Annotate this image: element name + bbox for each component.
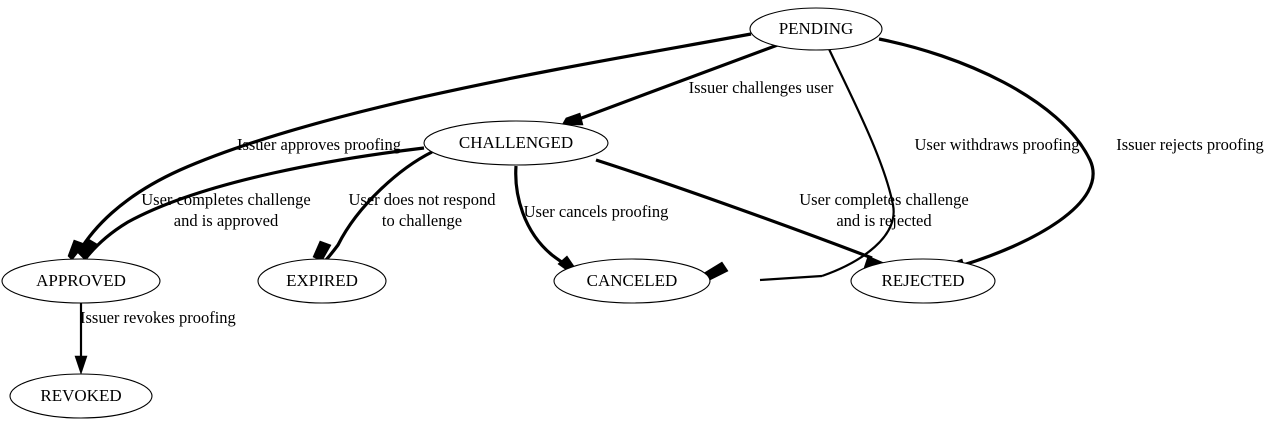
edge-challenged-approved-arrowhead	[77, 237, 98, 261]
edge-pending-approved[interactable]: Issuer approves proofing	[67, 32, 752, 261]
edge-challenged-canceled-label: User cancels proofing	[524, 202, 669, 221]
edge-challenged-approved-label-line1: User completes challenge	[141, 190, 311, 209]
edges-layer: Issuer approves proofing Issuer challeng…	[67, 32, 1264, 375]
node-challenged-shape	[423, 120, 609, 166]
node-challenged[interactable]: CHALLENGED	[423, 120, 609, 166]
edge-pending-canceled[interactable]: User withdraws proofing	[703, 48, 1080, 283]
edge-approved-revoked-label: Issuer revokes proofing	[80, 308, 236, 327]
edge-challenged-rejected-label-line2: and is rejected	[836, 211, 932, 230]
edge-challenged-rejected-label-line1: User completes challenge	[799, 190, 969, 209]
node-expired[interactable]: EXPIRED	[257, 258, 387, 304]
edge-challenged-rejected-path	[595, 158, 873, 260]
edge-pending-challenged-path	[578, 41, 784, 121]
edge-pending-challenged-arrowhead	[561, 112, 584, 126]
edge-challenged-expired-path	[322, 150, 433, 264]
edge-pending-rejected-path	[878, 37, 1095, 268]
edge-approved-revoked[interactable]: Issuer revokes proofing	[74, 303, 236, 375]
node-revoked-shape	[9, 373, 153, 419]
edge-pending-challenged[interactable]: Issuer challenges user	[561, 41, 834, 126]
node-canceled-shape	[553, 258, 711, 304]
edge-approved-revoked-arrowhead	[74, 355, 88, 375]
edge-pending-canceled-path-tail	[759, 274, 823, 282]
node-canceled-label: CANCELED	[587, 271, 678, 290]
edge-challenged-rejected[interactable]: User completes challenge and is rejected	[595, 158, 969, 273]
edge-challenged-expired-label-line2: to challenge	[382, 211, 462, 230]
node-expired-label: EXPIRED	[286, 271, 358, 290]
edge-challenged-approved[interactable]: User completes challenge and is approved	[77, 146, 425, 261]
node-canceled[interactable]: CANCELED	[553, 258, 711, 304]
node-revoked-label: REVOKED	[40, 386, 121, 405]
node-rejected[interactable]: REJECTED	[850, 258, 996, 304]
node-approved-label: APPROVED	[36, 271, 126, 290]
edge-challenged-approved-path	[84, 146, 425, 259]
edge-challenged-canceled[interactable]: User cancels proofing	[514, 165, 669, 275]
node-revoked[interactable]: REVOKED	[9, 373, 153, 419]
edge-pending-approved-label: Issuer approves proofing	[237, 135, 401, 154]
node-challenged-label: CHALLENGED	[459, 133, 573, 152]
edge-pending-canceled-label: User withdraws proofing	[915, 135, 1080, 154]
nodes-layer: PENDING CHALLENGED APPROVED EXPIRED CANC…	[1, 7, 996, 419]
node-approved[interactable]: APPROVED	[1, 258, 161, 304]
edge-pending-canceled-path	[821, 48, 895, 278]
edge-pending-approved-path	[77, 32, 752, 253]
edge-challenged-expired-arrowhead	[312, 240, 332, 262]
edge-challenged-expired[interactable]: User does not respond to challenge	[312, 150, 496, 264]
node-pending[interactable]: PENDING	[749, 7, 883, 51]
node-expired-shape	[257, 258, 387, 304]
node-rejected-shape	[850, 258, 996, 304]
node-rejected-label: REJECTED	[881, 271, 964, 290]
node-pending-label: PENDING	[779, 19, 854, 38]
edge-challenged-expired-label-line1: User does not respond	[348, 190, 496, 209]
node-approved-shape	[1, 258, 161, 304]
edge-challenged-approved-label-line2: and is approved	[174, 211, 279, 230]
node-pending-shape	[749, 7, 883, 51]
edge-pending-rejected-label: Issuer rejects proofing	[1116, 135, 1264, 154]
edge-pending-challenged-label: Issuer challenges user	[689, 78, 834, 97]
